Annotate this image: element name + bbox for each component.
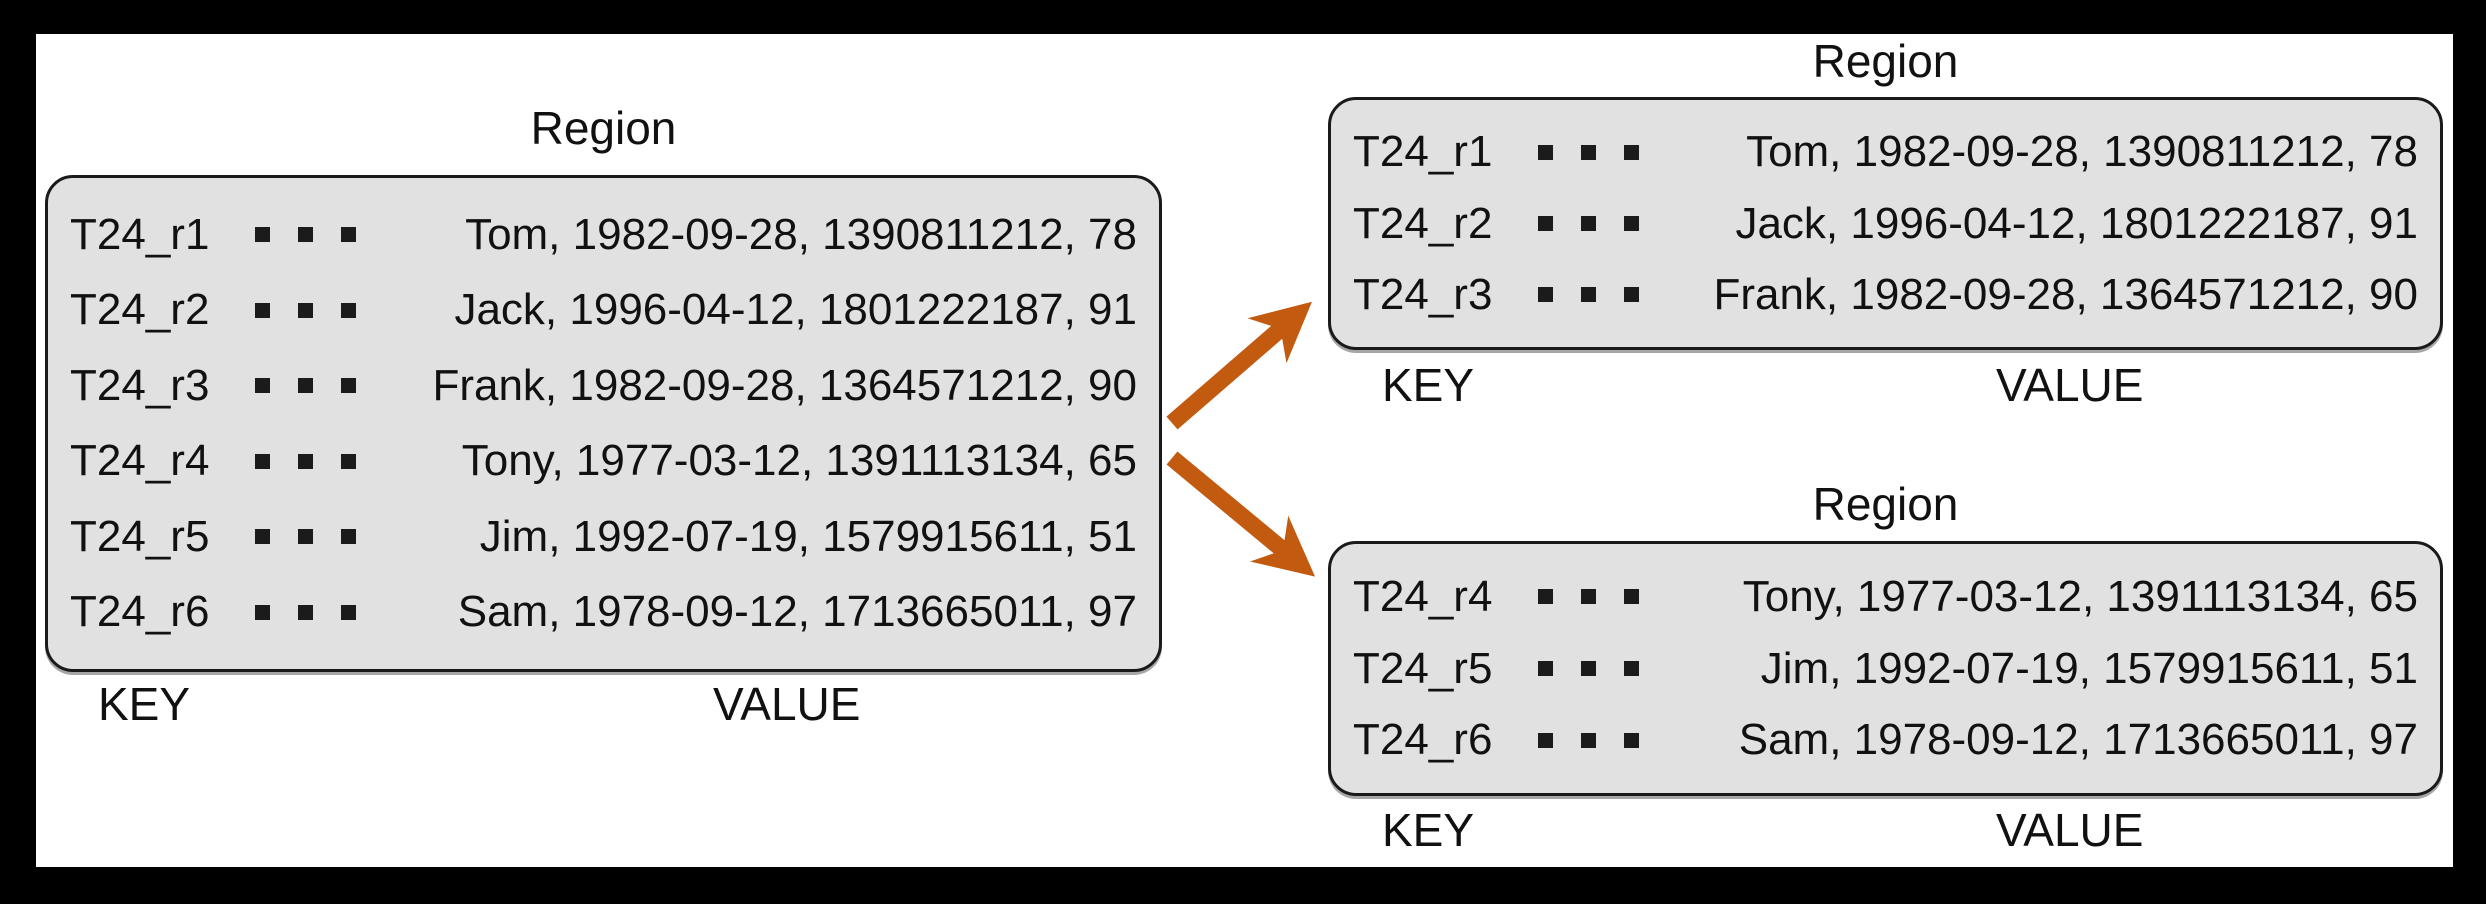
- split-bottom-region-title: Region: [1812, 478, 1959, 530]
- split-arrow-bottom-icon: [1166, 451, 1316, 577]
- ellipsis-dots-icon: [255, 604, 356, 620]
- table-row: T24_r5 Jim, 1992-07-19, 1579915611, 51: [1353, 644, 2418, 694]
- value-column-label: VALUE: [713, 678, 861, 730]
- row-key: T24_r1: [1353, 127, 1493, 177]
- ellipsis-dots-icon: [1538, 732, 1639, 748]
- ellipsis-dots-icon: [1538, 144, 1639, 160]
- key-column-label: KEY: [98, 678, 191, 730]
- ellipsis-dots-icon: [255, 529, 356, 545]
- row-key: T24_r4: [70, 436, 210, 486]
- ellipsis-dots-icon: [255, 302, 356, 318]
- table-row: T24_r2 Jack, 1996-04-12, 1801222187, 91: [1353, 199, 2418, 249]
- table-row: T24_r3 Frank, 1982-09-28, 1364571212, 90: [70, 361, 1137, 411]
- table-row: T24_r1 Tom, 1982-09-28, 1390811212, 78: [70, 210, 1137, 260]
- row-key: T24_r3: [1353, 269, 1493, 319]
- table-row: T24_r6 Sam, 1978-09-12, 1713665011, 97: [70, 587, 1137, 637]
- table-row: T24_r4 Tony, 1977-03-12, 1391113134, 65: [1353, 572, 2418, 622]
- row-key: T24_r5: [70, 511, 210, 561]
- row-value: Tony, 1977-03-12, 1391113134, 65: [461, 436, 1137, 486]
- source-region-title: Region: [530, 102, 677, 154]
- split-top-region-box: T24_r1 Tom, 1982-09-28, 1390811212, 78 T…: [1328, 97, 2443, 350]
- row-value: Tom, 1982-09-28, 1390811212, 78: [1746, 127, 2418, 177]
- row-value: Sam, 1978-09-12, 1713665011, 97: [457, 587, 1137, 637]
- ellipsis-dots-icon: [1538, 216, 1639, 231]
- split-bottom-region-box: T24_r4 Tony, 1977-03-12, 1391113134, 65 …: [1328, 541, 2443, 796]
- ellipsis-dots-icon: [255, 378, 356, 394]
- row-key: T24_r4: [1353, 571, 1493, 621]
- table-row: T24_r2 Jack, 1996-04-12, 1801222187, 91: [70, 285, 1137, 335]
- row-key: T24_r1: [70, 209, 210, 259]
- table-row: T24_r3 Frank, 1982-09-28, 1364571212, 90: [1353, 270, 2418, 320]
- source-region-box: T24_r1 Tom, 1982-09-28, 1390811212, 78 T…: [45, 175, 1162, 672]
- row-key: T24_r6: [70, 587, 210, 637]
- row-value: Frank, 1982-09-28, 1364571212, 90: [432, 360, 1137, 410]
- split-arrows: [1166, 301, 1316, 577]
- row-value: Jack, 1996-04-12, 1801222187, 91: [454, 285, 1137, 335]
- row-value: Tony, 1977-03-12, 1391113134, 65: [1742, 571, 2418, 621]
- row-value: Frank, 1982-09-28, 1364571212, 90: [1713, 269, 2418, 319]
- row-value: Jack, 1996-04-12, 1801222187, 91: [1735, 198, 2418, 248]
- row-key: T24_r2: [1353, 198, 1493, 248]
- row-value: Sam, 1978-09-12, 1713665011, 97: [1738, 715, 2418, 765]
- table-row: T24_r1 Tom, 1982-09-28, 1390811212, 78: [1353, 127, 2418, 177]
- ellipsis-dots-icon: [1538, 661, 1639, 676]
- row-key: T24_r5: [1353, 643, 1493, 693]
- row-key: T24_r6: [1353, 715, 1493, 765]
- row-key: T24_r2: [70, 285, 210, 335]
- table-row: T24_r4 Tony, 1977-03-12, 1391113134, 65: [70, 436, 1137, 486]
- row-key: T24_r3: [70, 360, 210, 410]
- split-arrow-top-icon: [1166, 301, 1312, 430]
- ellipsis-dots-icon: [1538, 287, 1639, 303]
- row-value: Jim, 1992-07-19, 1579915611, 51: [479, 511, 1137, 561]
- value-column-label: VALUE: [1996, 359, 2144, 411]
- ellipsis-dots-icon: [1538, 589, 1639, 605]
- key-column-label: KEY: [1382, 359, 1475, 411]
- table-row: T24_r6 Sam, 1978-09-12, 1713665011, 97: [1353, 715, 2418, 765]
- value-column-label: VALUE: [1996, 804, 2144, 856]
- ellipsis-dots-icon: [255, 227, 356, 243]
- ellipsis-dots-icon: [255, 453, 356, 469]
- row-value: Tom, 1982-09-28, 1390811212, 78: [465, 209, 1137, 259]
- split-top-region-title: Region: [1812, 35, 1959, 87]
- key-column-label: KEY: [1382, 804, 1475, 856]
- row-value: Jim, 1992-07-19, 1579915611, 51: [1760, 643, 2418, 693]
- table-row: T24_r5 Jim, 1992-07-19, 1579915611, 51: [70, 512, 1137, 562]
